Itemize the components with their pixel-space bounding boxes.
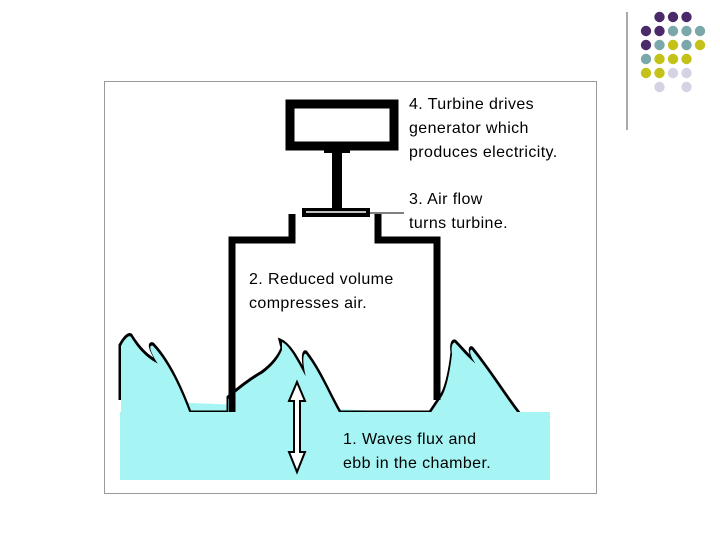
- label-step-4-line-2: generator which: [409, 120, 529, 137]
- decorative-dot: [667, 11, 679, 23]
- decorative-dot: [667, 67, 679, 79]
- decorative-dot: [667, 53, 679, 65]
- generator-box: [285, 99, 399, 151]
- decorative-dot: [681, 25, 692, 37]
- label-step-4-line-1: 4. Turbine drives: [409, 96, 535, 113]
- decorative-dot: [654, 11, 665, 23]
- label-step-4-line-3: produces electricity.: [409, 144, 558, 161]
- decorative-dot: [681, 11, 692, 23]
- decorative-dot: [681, 67, 692, 79]
- label-step-2-line-2: compresses air.: [249, 295, 368, 312]
- decorative-dot: [681, 81, 692, 93]
- decorative-dot: [654, 67, 665, 79]
- label-step-2-line-1: 2. Reduced volume: [249, 271, 394, 288]
- chamber-right-wall: [374, 214, 441, 400]
- label-step-3-line-2: turns turbine.: [409, 215, 508, 232]
- label-step-1-line-1: 1. Waves flux and: [343, 431, 477, 448]
- decorative-dot: [654, 81, 665, 93]
- label-step-3: 3. Air flow turns turbine.: [409, 188, 508, 236]
- decorative-dot: [654, 25, 665, 37]
- decorative-dot: [667, 39, 679, 51]
- decorative-dot: [640, 25, 652, 37]
- chamber-left-wall: [228, 214, 296, 412]
- generator-shaft: [332, 148, 342, 210]
- label-step-1: 1. Waves flux and ebb in the chamber.: [343, 428, 491, 476]
- decorative-dot: [667, 25, 679, 37]
- decorative-dot: [640, 53, 652, 65]
- label-step-2: 2. Reduced volume compresses air.: [249, 268, 394, 316]
- decorative-dot: [654, 53, 665, 65]
- wave-motion-arrow: [287, 379, 307, 475]
- decorative-dot: [681, 53, 692, 65]
- decorative-dot-grid: [640, 11, 706, 93]
- decorative-dot: [640, 39, 652, 51]
- decorative-dot: [654, 39, 665, 51]
- label-step-1-line-2: ebb in the chamber.: [343, 455, 492, 472]
- vertical-divider-line: [626, 12, 628, 130]
- label-step-3-line-1: 3. Air flow: [409, 191, 483, 208]
- decorative-dot: [694, 39, 706, 51]
- decorative-dot: [640, 67, 652, 79]
- water-fill-overlay: [121, 336, 549, 480]
- decorative-dot: [681, 39, 692, 51]
- decorative-dot: [694, 25, 706, 37]
- label-step-4: 4. Turbine drives generator which produc…: [409, 93, 558, 165]
